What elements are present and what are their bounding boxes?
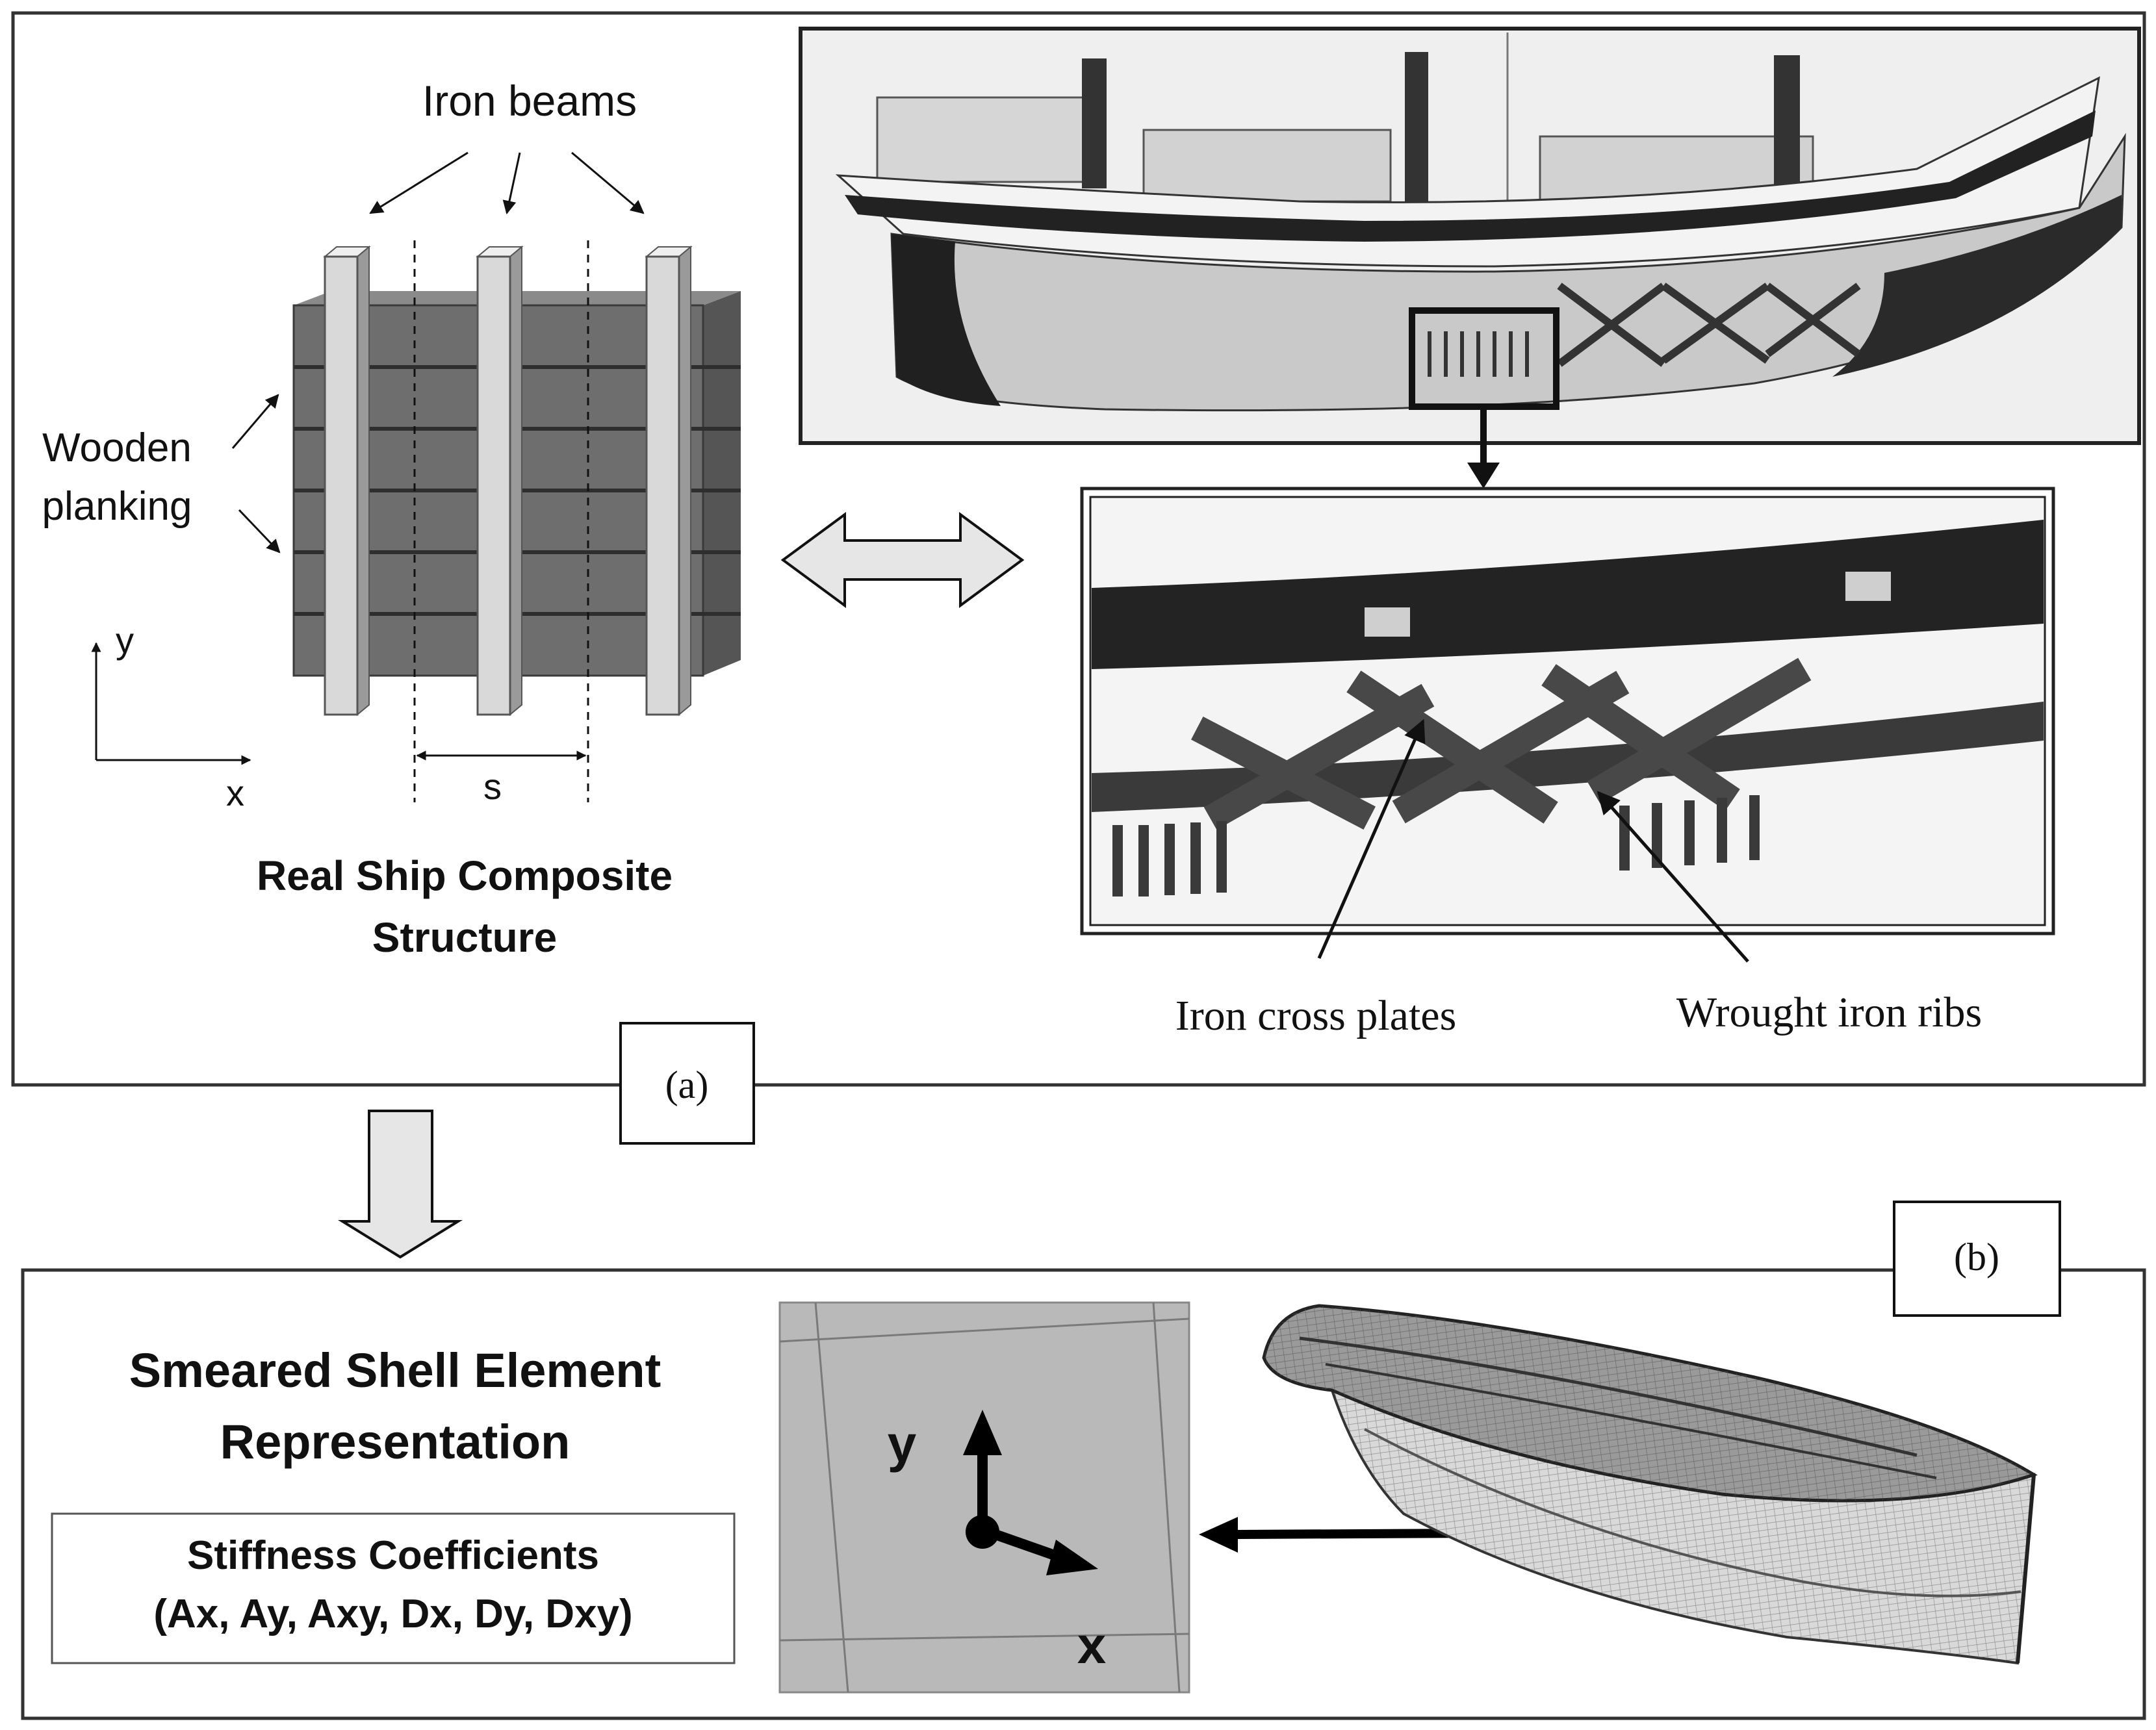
shell-element-closeup: y x (778, 1301, 1190, 1694)
stiffness-coefficients-line1: Stiffness Coefficients (187, 1533, 599, 1578)
deckhouse (876, 96, 1099, 183)
planking-side-face (703, 291, 741, 676)
cross-plates-pointer-arrow (1317, 719, 1426, 960)
iron-cross-plates-label: Iron cross plates (1175, 992, 1457, 1039)
fe-hull-mesh (1332, 1390, 2034, 1663)
composite-title-line2: Structure (372, 914, 558, 961)
smeared-shell-title-line2: Representation (220, 1415, 571, 1469)
detail-highlight-box (1409, 307, 1559, 410)
wrought-iron-ribs-label: Wrought iron ribs (1676, 989, 1982, 1036)
panel-a-frame (11, 11, 2146, 1087)
iron-beam-1 (323, 245, 371, 717)
flow-down-arrow (337, 1110, 463, 1259)
stiffness-coefficients-line2: (Ax, Ay, Axy, Dx, Dy, Dxy) (153, 1592, 632, 1636)
ribs-pointer-arrow (1597, 791, 1749, 963)
composite-structure-diagram: s Iron beams Wooden planking y x Real Sh… (42, 77, 741, 961)
smeared-shell-title-line1: Smeared Shell Element (129, 1343, 661, 1397)
beam-face (476, 255, 511, 716)
mesh-line (779, 1633, 1190, 1642)
local-x-arrow-head (1046, 1540, 1098, 1575)
panel-a: s Iron beams Wooden planking y x Real Sh… (11, 11, 2146, 1145)
fe-deck-stringer (1325, 1363, 1937, 1479)
fe-deck-stringer (1299, 1336, 1918, 1457)
zoom-arrow-head (1467, 463, 1500, 489)
iron-beams-label: Iron beams (422, 77, 637, 125)
detail-rib-set (1112, 795, 1760, 897)
beam-side (678, 245, 691, 717)
panel-b: (b) Smeared Shell Element Representation… (21, 1201, 2146, 1720)
detail-top-black-band (1092, 520, 2044, 669)
x-axis-label: x (226, 772, 244, 813)
equivalence-double-arrow (780, 512, 1025, 608)
funnel (1405, 52, 1428, 201)
cross-plate (1557, 283, 1861, 367)
beam-side (357, 245, 370, 717)
local-origin-dot (966, 1515, 999, 1549)
wooden-planking-label-line1: Wooden (42, 426, 192, 470)
composite-title-line1: Real Ship Composite (257, 852, 673, 899)
xy-axes: y x (91, 620, 251, 813)
mesh-line (814, 1302, 849, 1693)
local-x-label: x (1077, 1616, 1107, 1674)
y-axis-label: y (116, 620, 134, 661)
panel-b-tag-box (1893, 1201, 2061, 1317)
beam-pointer-arrow-2 (502, 152, 521, 215)
detail-port (1365, 607, 1410, 637)
funnel (1774, 55, 1800, 185)
detail-cross-plates (1191, 657, 1812, 830)
hull-wale-stripe (845, 110, 2096, 242)
hull-cross-plates (1557, 283, 1861, 367)
detail-cross-plate (1191, 657, 1812, 830)
local-y-label: y (888, 1415, 917, 1473)
hull-black-stern (892, 234, 1001, 406)
planking-pointer-arrow-1 (231, 394, 279, 449)
element-pointer-arrow-head (1199, 1517, 1238, 1553)
wooden-planking-label-line2: planking (42, 484, 192, 529)
stiffness-coefficients-box (51, 1512, 736, 1664)
beam-side (509, 245, 522, 717)
spacing-label: s (483, 766, 502, 807)
detail-ribs (1112, 795, 1760, 897)
panel-b-frame (21, 1268, 2146, 1720)
panel-b-tag: (b) (1954, 1236, 1999, 1278)
hull-detail-photo (1080, 487, 2055, 963)
beam-face (645, 255, 680, 716)
deckhouse (1142, 129, 1392, 203)
beam-pointer-arrow-1 (369, 151, 468, 214)
ship-drawing-photo (799, 27, 2141, 489)
fe-deck-mesh (1264, 1306, 2034, 1501)
local-y-arrow-head (963, 1410, 1002, 1455)
panel-a-tag: (a) (665, 1063, 709, 1106)
hull-ribs (1428, 331, 1529, 377)
hull-black-bow (1832, 195, 2122, 377)
rib-set (1428, 331, 1529, 377)
fe-keel-line (1364, 1428, 2021, 1597)
fe-bow-edge (2016, 1474, 2036, 1664)
mesh-line (1152, 1302, 1181, 1693)
iron-beam-3 (645, 245, 693, 717)
iron-beam-2 (476, 245, 524, 717)
beam-face (324, 255, 359, 716)
planking-pointer-arrow-2 (238, 509, 281, 553)
mesh-line (779, 1317, 1190, 1343)
detail-port (1845, 572, 1891, 601)
panel-a-tag-box (619, 1022, 755, 1145)
fe-ship-model (1262, 1304, 2038, 1665)
funnel (1082, 58, 1107, 188)
beam-pointer-arrow-3 (571, 151, 645, 214)
